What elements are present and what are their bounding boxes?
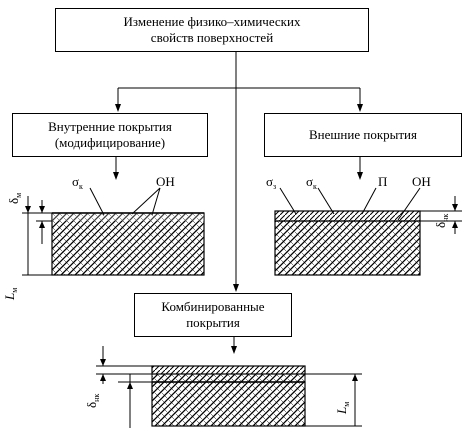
p-label: П bbox=[378, 174, 387, 189]
right-leaders bbox=[279, 187, 421, 221]
sigma-k-label-left: σк bbox=[72, 174, 83, 191]
combined-coatings-line1: Комбинированные bbox=[161, 299, 265, 314]
external-coatings-box: Внешние покрытия bbox=[264, 113, 462, 157]
internal-coating-sample bbox=[51, 212, 205, 276]
left-leaders bbox=[89, 187, 161, 216]
internal-coatings-box: Внутренние покрытия (модифицирование) bbox=[12, 113, 208, 157]
L-m-label-left: Lм bbox=[2, 288, 19, 301]
combined-coating-sample bbox=[151, 365, 306, 427]
internal-coatings-line1: Внутренние покрытия bbox=[48, 119, 172, 134]
sigma-k-label-right: σк bbox=[306, 174, 317, 191]
left-dimension-arrows bbox=[25, 206, 45, 228]
delta-nk-label-bottom: δнк bbox=[84, 394, 101, 408]
top-box: Изменение физико–химических свойств пове… bbox=[55, 8, 369, 52]
L-m-label-bottom: Lм bbox=[334, 402, 351, 415]
combined-coatings-box: Комбинированные покрытия bbox=[134, 293, 292, 337]
delta-nk-label-right: δнк bbox=[433, 214, 450, 228]
external-coatings-line1: Внешние покрытия bbox=[309, 127, 417, 142]
sigma-z-label: σз bbox=[266, 174, 276, 191]
external-coating-sample bbox=[274, 210, 421, 276]
on-label-left: ОН bbox=[156, 174, 175, 189]
connector-lines bbox=[117, 52, 361, 290]
delta-m-label-left: δм bbox=[6, 193, 23, 204]
on-label-right: ОН bbox=[412, 174, 431, 189]
top-box-line1: Изменение физико–химических bbox=[123, 14, 301, 29]
internal-coatings-line2: (модифицирование) bbox=[54, 135, 166, 150]
bottom-dimension-arrows bbox=[100, 359, 358, 389]
combined-coatings-line2: покрытия bbox=[186, 315, 240, 330]
right-dimension-arrows bbox=[452, 204, 458, 228]
top-box-line2: свойств поверхностей bbox=[150, 30, 274, 45]
